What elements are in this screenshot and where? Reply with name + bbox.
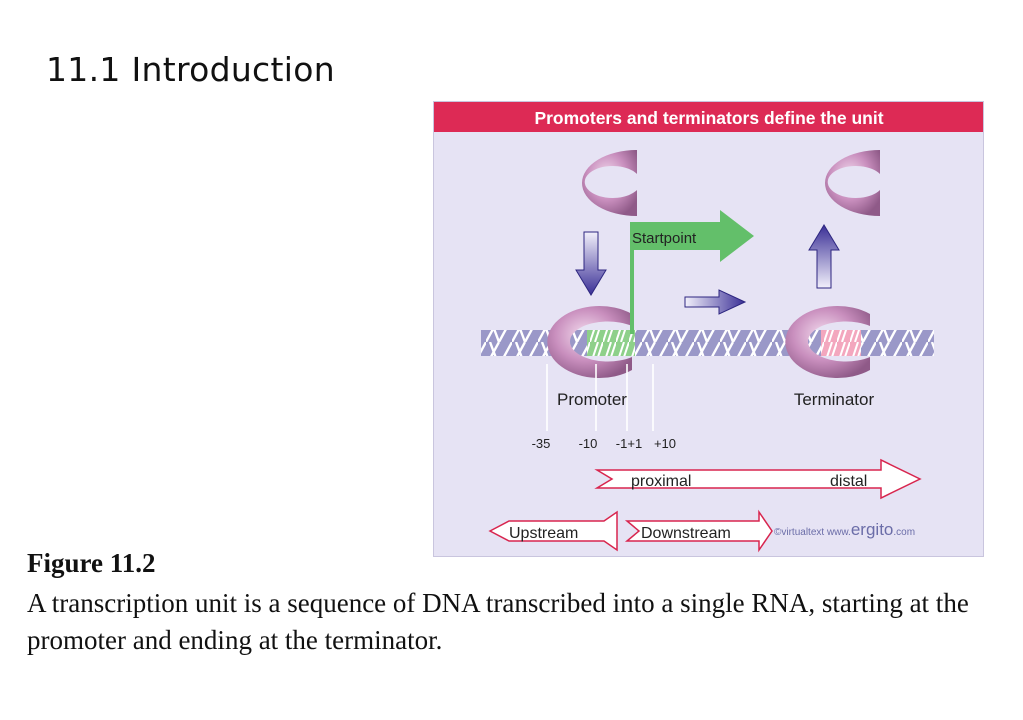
free-rna-polymerase-left: [582, 150, 637, 216]
figure-caption: Figure 11.2 A transcription unit is a se…: [27, 548, 1007, 659]
figure-banner: [434, 102, 983, 132]
transcription-direction-arrow: [684, 289, 747, 315]
terminator-dna-segment: [821, 330, 861, 356]
downstream-arrow: [624, 509, 773, 553]
figure-caption-text: A transcription unit is a sequence of DN…: [27, 588, 969, 655]
figure-credit: ©virtualtext www.ergito.com: [774, 520, 915, 539]
free-rna-polymerase-right: [825, 150, 880, 216]
figure-banner-text: Promoters and terminators define the uni…: [534, 108, 883, 128]
figure-caption-label: Figure 11.2: [27, 548, 156, 578]
startpoint-arrow: [630, 210, 754, 262]
promoter-dna-segment: [587, 330, 635, 356]
slide-title: 11.1 Introduction: [46, 50, 335, 89]
startpoint-label: Startpoint: [632, 230, 697, 247]
downstream-label: Downstream: [641, 525, 731, 542]
polymerase-release-arrow: [808, 224, 840, 289]
polymerase-binding-arrow: [575, 231, 607, 296]
startpoint-stem: [630, 232, 634, 334]
position-label--1+1: -1+1: [616, 436, 642, 451]
upstream-arrow: [488, 510, 618, 552]
position-label--35: -35: [532, 436, 551, 451]
polymerase-at-terminator: [785, 306, 870, 378]
promoter-label: Promoter: [557, 390, 627, 409]
proximal-label: proximal: [631, 473, 691, 490]
proximal-distal-arrow: [594, 458, 922, 500]
terminator-label: Terminator: [794, 390, 875, 409]
transcription-unit-figure: Promoters and terminators define the uni…: [433, 101, 984, 557]
position-label-+10: +10: [654, 436, 676, 451]
upstream-label: Upstream: [509, 525, 578, 542]
polymerase-at-promoter: [547, 306, 632, 378]
position-label--10: -10: [579, 436, 598, 451]
distal-label: distal: [830, 473, 867, 490]
